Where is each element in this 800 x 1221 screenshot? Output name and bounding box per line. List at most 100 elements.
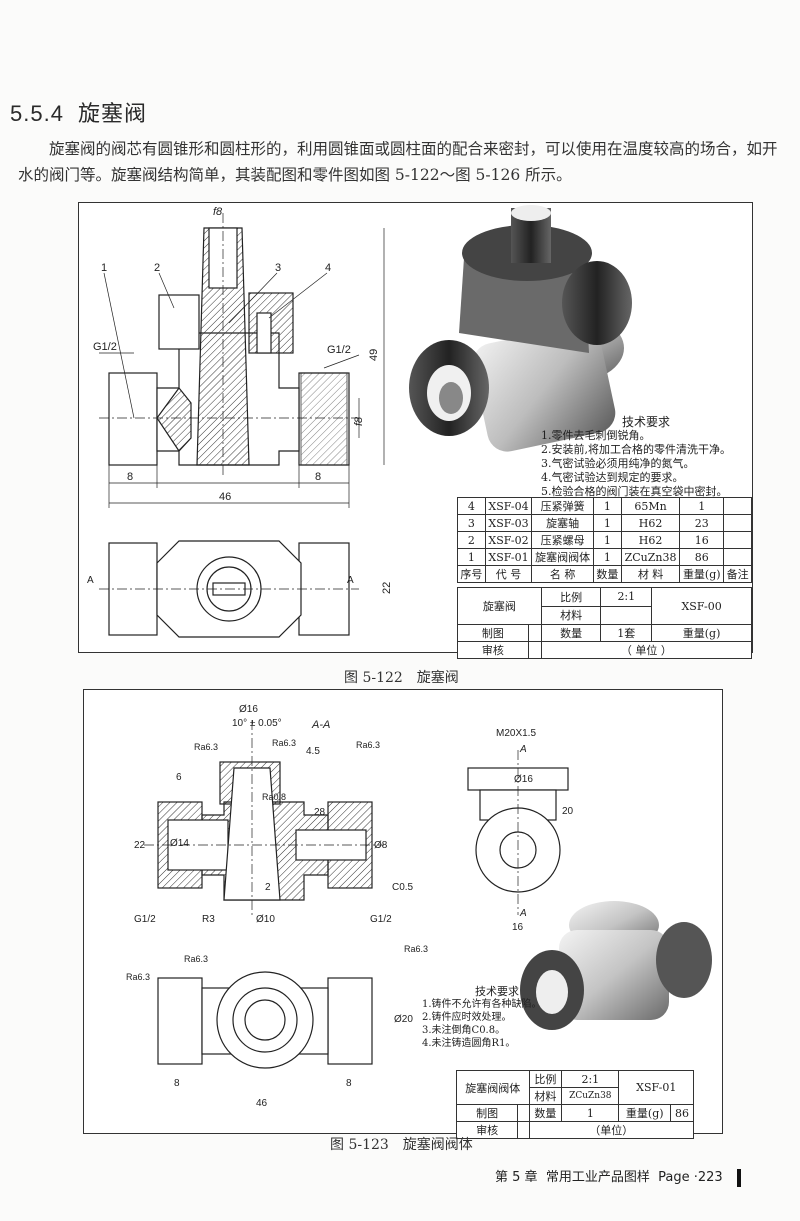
unit-label: （ 单位 ）: [540, 641, 753, 659]
scale-value-2: 2:1: [561, 1070, 620, 1088]
footer-bar: [736, 1168, 741, 1187]
figure-caption-2: 图 5-123 旋塞阀阀体: [330, 1137, 473, 1153]
tech-item: 4.未注铸造圆角R1。: [422, 1038, 516, 1049]
scale-label: 比例: [540, 587, 602, 607]
roughness-0-8: Ra0.8: [262, 792, 286, 802]
qty-label: 数量: [540, 624, 602, 642]
section-label-aa: A-A: [311, 719, 330, 731]
body-part-drawing: Ø16 10° ± 0.05° A-A Ra6.3 Ra6.3 Ra6.3 4.…: [126, 704, 712, 1109]
roughness-6: Ra6.3: [404, 944, 428, 954]
thread-label-left: G1/2: [134, 914, 156, 925]
material-label: 材料: [540, 605, 602, 625]
section-number: 5.5.4: [10, 101, 64, 126]
dim-22: 22: [381, 582, 393, 594]
dim-20: 20: [562, 806, 574, 817]
dim-28: 28: [314, 807, 326, 818]
drawing-code: XSF-00: [651, 587, 752, 625]
weight-value-2: 86: [670, 1104, 694, 1122]
dim-d20: Ø20: [394, 1014, 413, 1025]
tech-item: 1.铸件不允许有各种缺陷。: [422, 999, 542, 1010]
qty-value: 1套: [600, 624, 653, 642]
roughness-1: Ra6.3: [194, 742, 218, 752]
section-a-a-view: [144, 720, 384, 915]
tech-item: 1.零件去毛刺倒锐角。: [541, 429, 651, 442]
dim-d10: Ø10: [256, 914, 275, 925]
section-mark-a-top: A: [519, 744, 527, 755]
section-mark-a-bottom: A: [519, 908, 527, 919]
tech-item: 4.气密试验达到规定的要求。: [541, 471, 684, 484]
tech-requirements-1: 技术要求 1.零件去毛刺倒锐角。 2.安装前,将加工合格的零件清洗干净。 3.气…: [541, 415, 751, 499]
label-f8-top: f8: [213, 206, 223, 218]
dim-8-right: 8: [315, 471, 321, 483]
weight-label-2: 重量(g): [618, 1104, 671, 1122]
figure-caption-1: 图 5-122 旋塞阀: [344, 670, 459, 686]
unit-label-2: （单位）: [528, 1121, 695, 1139]
section-mark-a-left: A: [87, 575, 94, 586]
roughness-5: Ra6.3: [184, 954, 208, 964]
drawing-code-2: XSF-01: [618, 1070, 694, 1105]
tech-title-2: 技术要求: [475, 985, 519, 998]
dim-8-right: 8: [346, 1078, 352, 1089]
section-mark-a-right: A: [347, 575, 354, 586]
drawn-label-2: 制图: [455, 1104, 519, 1122]
footer-title: 常用工业产品图样: [545, 1170, 650, 1185]
material-value-2: ZCuZn38: [561, 1087, 620, 1105]
weight-label: 重量(g): [651, 624, 752, 642]
dim-16: 16: [512, 922, 524, 933]
dim-angle: 10° ± 0.05°: [232, 718, 282, 729]
roughness-4: Ra6.3: [126, 972, 150, 982]
dim-46: 46: [256, 1098, 268, 1109]
bottom-view: [157, 971, 373, 1069]
thread-label-right: G1/2: [327, 344, 351, 356]
scale-value: 2:1: [600, 587, 653, 607]
table-header-row: 序号代 号名 称数量材 料重量(g)备注: [457, 565, 752, 583]
dim-f8-side: f8: [353, 416, 365, 426]
tech-item: 3.未注倒角C0.8。: [422, 1025, 506, 1036]
dim-d16-side: Ø16: [514, 774, 533, 785]
dim-d8: Ø8: [374, 840, 388, 851]
check-label-2: 审核: [455, 1121, 519, 1139]
assembly-drawing: f8 1 2 3 4 G1/2 G1/2 49 f8 8 8 46 A A 22: [87, 205, 632, 638]
dim-d16: Ø16: [239, 704, 258, 715]
balloon-3: 3: [275, 262, 281, 274]
radius-r3: R3: [202, 914, 215, 925]
page-number: Page ·223: [658, 1170, 723, 1185]
body-3d-render: [520, 901, 712, 1030]
body-drawing-frame: Ø16 10° ± 0.05° A-A Ra6.3 Ra6.3 Ra6.3 4.…: [83, 689, 723, 1139]
balloon-1: 1: [101, 262, 107, 274]
scale-label-2: 比例: [528, 1070, 563, 1088]
page-footer: 第 5 章 常用工业产品图样 Page ·223: [495, 1166, 741, 1187]
tech-item: 2.铸件应时效处理。: [422, 1012, 512, 1023]
assembly-drawing-frame: f8 1 2 3 4 G1/2 G1/2 49 f8 8 8 46 A A 22: [78, 202, 753, 659]
dim-6: 6: [176, 772, 182, 783]
top-view: [99, 540, 359, 638]
thread-label-right: G1/2: [370, 914, 392, 925]
side-view: [467, 750, 569, 915]
thread-label-left: G1/2: [93, 341, 117, 353]
dim-4-5: 4.5: [306, 746, 320, 757]
dim-8-left: 8: [174, 1078, 180, 1089]
roughness-3: Ra6.3: [356, 740, 380, 750]
balloon-4: 4: [325, 262, 331, 274]
drawing-name: 旋塞阀: [457, 587, 542, 625]
dim-22: 22: [134, 840, 146, 851]
tech-item: 3.气密试验必须用纯净的氮气。: [541, 457, 695, 470]
drawn-label: 制图: [457, 624, 529, 642]
tech-item: 5.检验合格的阀门装在真空袋中密封。: [541, 485, 728, 498]
qty-value-2: 1: [561, 1104, 620, 1122]
dim-8-left: 8: [127, 471, 133, 483]
chamfer-c0-5: C0.5: [392, 882, 414, 893]
material-label-2: 材料: [528, 1087, 563, 1105]
tech-title-1: 技术要求: [621, 415, 670, 429]
footer-chapter: 第 5 章: [495, 1170, 538, 1185]
qty-label-2: 数量: [528, 1104, 563, 1122]
balloon-2: 2: [154, 262, 160, 274]
